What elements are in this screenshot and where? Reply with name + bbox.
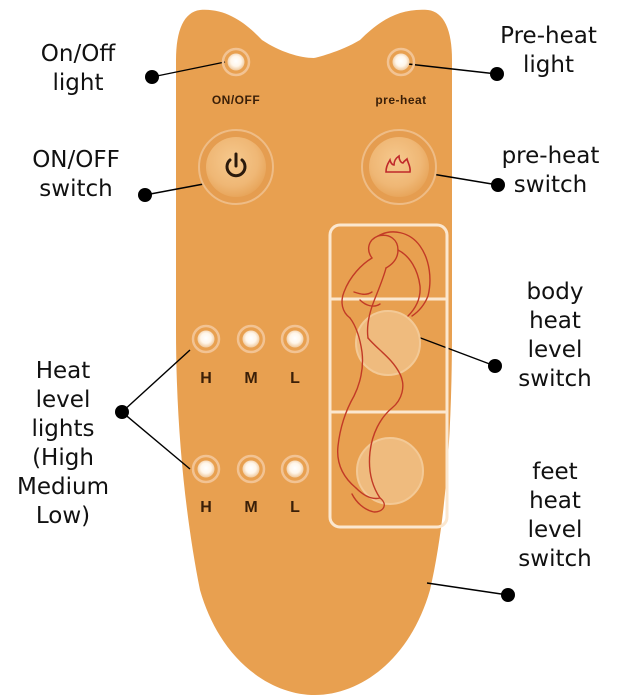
callout-body-heat-level-switch: body heat level switch — [500, 278, 610, 394]
callout-text: heat — [500, 307, 610, 336]
callout-text: feet — [500, 458, 610, 487]
dot-on-off-light — [145, 70, 159, 84]
upper-level-label-medium: M — [241, 370, 261, 388]
callout-text: light — [18, 69, 138, 98]
callout-text: Low) — [4, 502, 122, 531]
callout-text: Medium — [4, 473, 122, 502]
dot-on-off-switch — [138, 188, 152, 202]
callout-text: pre-heat — [488, 142, 613, 171]
callout-on-off-switch: ON/OFF switch — [12, 146, 140, 204]
callout-text: lights — [4, 415, 122, 444]
on-off-panel-label: ON/OFF — [196, 93, 276, 107]
callout-text: level — [4, 386, 122, 415]
callout-text: Heat — [4, 357, 122, 386]
callout-text: Pre-heat — [486, 22, 611, 51]
callout-text: switch — [500, 365, 610, 394]
callout-on-off-light: On/Off light — [18, 40, 138, 98]
callout-text: level — [500, 516, 610, 545]
dot-feet-heat-switch — [501, 588, 515, 602]
pre-heat-panel-label: pre-heat — [356, 93, 446, 107]
pre-heat-switch[interactable] — [362, 130, 436, 204]
callout-text: light — [486, 51, 611, 80]
upper-level-label-high: H — [196, 370, 216, 388]
callout-text: body — [500, 278, 610, 307]
callout-text: ON/OFF — [12, 146, 140, 175]
callout-text: switch — [500, 545, 610, 574]
callout-pre-heat-light: Pre-heat light — [486, 22, 611, 80]
callout-text: (High — [4, 444, 122, 473]
callout-text: On/Off — [18, 40, 138, 69]
callout-text: switch — [12, 175, 140, 204]
lower-level-label-high: H — [196, 499, 216, 517]
on-off-switch[interactable] — [199, 130, 273, 204]
callout-heat-level-lights: Heat level lights (High Medium Low) — [4, 357, 122, 531]
lower-level-label-low: L — [285, 499, 305, 517]
callout-text: level — [500, 336, 610, 365]
callout-text: switch — [488, 171, 613, 200]
feet-heat-level-switch[interactable] — [357, 438, 423, 504]
lower-level-label-medium: M — [241, 499, 261, 517]
upper-level-label-low: L — [285, 370, 305, 388]
callout-feet-heat-level-switch: feet heat level switch — [500, 458, 610, 574]
callout-pre-heat-switch: pre-heat switch — [488, 142, 613, 200]
body-heat-level-switch[interactable] — [356, 311, 420, 375]
leader-feet-heat-switch — [427, 583, 508, 595]
callout-text: heat — [500, 487, 610, 516]
